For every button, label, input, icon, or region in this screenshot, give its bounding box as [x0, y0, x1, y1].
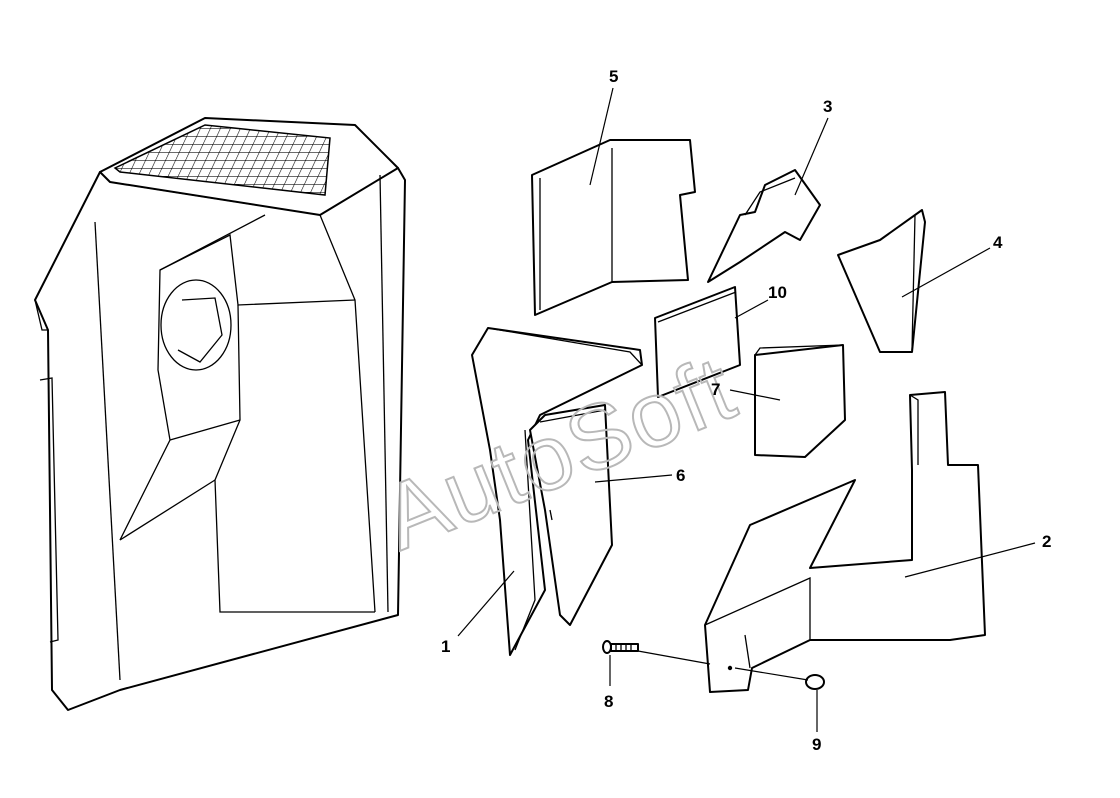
leader-lines — [457, 87, 1036, 732]
part-4-plate — [837, 209, 926, 353]
callout-6: 6 — [676, 466, 685, 485]
callout-labels: 5 3 4 10 7 6 2 1 8 9 — [441, 67, 1051, 754]
callout-9: 9 — [812, 735, 821, 754]
part-6-narrow-panel — [529, 404, 613, 626]
callout-4: 4 — [993, 233, 1003, 252]
callout-10: 10 — [768, 283, 787, 302]
part-2-bracket-plate — [704, 391, 986, 693]
cab-side-panel-assembly — [34, 117, 406, 711]
part-7-pad — [754, 344, 846, 458]
callout-7: 7 — [711, 380, 720, 399]
part-8-bolt — [602, 640, 639, 654]
callout-8: 8 — [604, 692, 613, 711]
callout-2: 2 — [1042, 532, 1051, 551]
callout-1: 1 — [441, 637, 450, 656]
part-1-trim-panel — [471, 327, 643, 656]
part-3-bracket — [707, 169, 821, 283]
part-9-washer — [805, 674, 825, 690]
part-10-pad — [654, 286, 741, 398]
callout-5: 5 — [609, 67, 618, 86]
part-5-panel — [531, 139, 696, 316]
callout-3: 3 — [823, 97, 832, 116]
